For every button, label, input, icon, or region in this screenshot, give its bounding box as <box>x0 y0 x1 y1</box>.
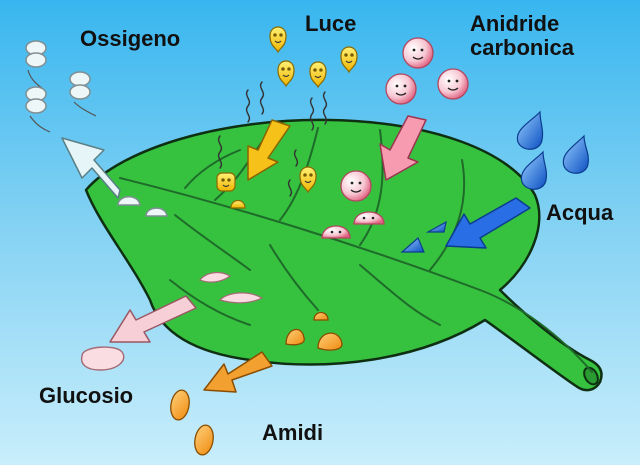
label-luce: Luce <box>305 11 357 36</box>
co2-molecule-2 <box>385 73 417 105</box>
co2-molecule-1 <box>402 37 434 69</box>
light-drop-6 <box>216 172 236 192</box>
water-drop-3 <box>562 134 590 174</box>
label-ossigeno: Ossigeno <box>80 26 181 51</box>
oxygen-molecule-1 <box>25 40 47 89</box>
co2-molecules <box>321 37 469 239</box>
label-anidride-carbonica: Anidride carbonica <box>470 12 574 60</box>
starch-granules <box>170 389 214 456</box>
starch-on-leaf <box>285 311 343 351</box>
glucose-arrow <box>109 295 197 343</box>
water-drop-4 <box>425 220 447 233</box>
water-drop-2 <box>520 150 548 190</box>
starch-arrow <box>203 351 273 393</box>
light-drop-4 <box>340 46 358 74</box>
co2-molecule-3 <box>437 68 469 100</box>
oxygen-on-leaf <box>117 196 168 217</box>
light-rays <box>217 81 328 197</box>
co2-molecule-6 <box>353 211 385 225</box>
co2-arrow <box>379 115 427 181</box>
oxygen-arrow <box>61 137 121 199</box>
co2-molecule-5 <box>321 225 351 239</box>
label-amidi: Amidi <box>262 420 324 445</box>
water-drop-5 <box>400 237 425 253</box>
oxygen-molecule-2 <box>25 86 51 133</box>
oxygen-molecules <box>25 40 97 133</box>
label-glucosio: Glucosio <box>39 383 134 408</box>
light-drop-5 <box>299 166 317 194</box>
water-drops <box>400 110 590 253</box>
light-arrow <box>247 119 291 181</box>
light-drop-3 <box>309 61 327 89</box>
leaf-veins <box>119 127 593 373</box>
water-drop-1 <box>516 110 544 150</box>
label-acqua: Acqua <box>546 200 614 225</box>
light-drops <box>216 26 358 209</box>
glucose-on-leaf <box>199 271 264 304</box>
leaf <box>84 118 603 392</box>
light-drop-1 <box>269 26 287 54</box>
oxygen-molecule-3 <box>69 71 97 117</box>
co2-molecule-4 <box>340 170 372 202</box>
glucose-block <box>80 346 125 371</box>
light-drop-2 <box>277 60 295 88</box>
label-anidride-line1: Anidride <box>470 11 560 36</box>
light-drop-7 <box>230 199 246 209</box>
label-anidride-line2: carbonica <box>470 35 574 60</box>
water-arrow <box>445 197 531 249</box>
leaf-blade <box>84 118 603 392</box>
